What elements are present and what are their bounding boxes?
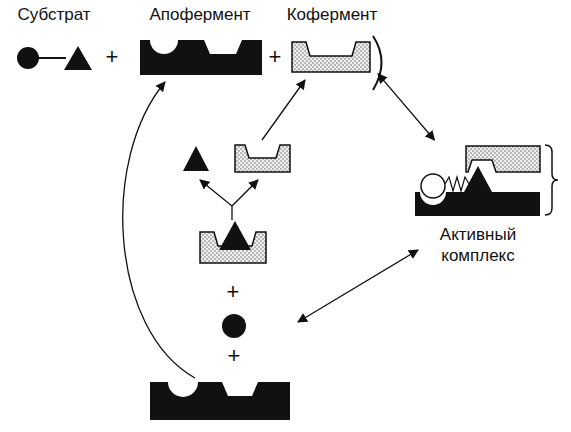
substrate-circle bbox=[17, 47, 39, 69]
complex-circle bbox=[421, 174, 445, 198]
split-arrow bbox=[200, 180, 232, 220]
bond-spring bbox=[445, 177, 469, 191]
apoenzyme-body bbox=[140, 40, 262, 75]
parenthesis bbox=[373, 36, 382, 90]
plus-sign: + bbox=[102, 46, 122, 68]
plus-sign: + bbox=[265, 46, 285, 68]
node-label: Субстрат bbox=[6, 4, 102, 25]
enzyme-node: Кофермент bbox=[286, 4, 378, 76]
plus-sign: + bbox=[223, 281, 243, 303]
node-label: Активный комплекс bbox=[428, 224, 528, 266]
free-apoenzyme bbox=[150, 382, 290, 420]
enzyme-node: Активный комплекс bbox=[410, 140, 546, 266]
split-arrow bbox=[232, 180, 258, 206]
regeneration-arrow bbox=[262, 80, 305, 140]
brace bbox=[545, 145, 558, 215]
plus-sign: + bbox=[224, 345, 244, 367]
recycle-arrow bbox=[123, 82, 195, 378]
product-circle bbox=[222, 314, 246, 338]
enzyme-node: Апофермент bbox=[132, 4, 268, 76]
product-triangle bbox=[183, 146, 209, 171]
substrate-triangle bbox=[64, 46, 92, 70]
reversible-arrow bbox=[378, 74, 434, 140]
carried-triangle bbox=[219, 221, 251, 250]
node-label: Кофермент bbox=[286, 4, 378, 25]
free-coenzyme bbox=[235, 145, 290, 172]
substrate-bond bbox=[39, 57, 66, 59]
reaction-arrow bbox=[298, 250, 418, 322]
node-label: Апофермент bbox=[132, 4, 268, 25]
coenzyme-body bbox=[292, 42, 370, 72]
complex-triangle bbox=[464, 166, 492, 192]
enzyme-node: Субстрат bbox=[6, 4, 102, 76]
